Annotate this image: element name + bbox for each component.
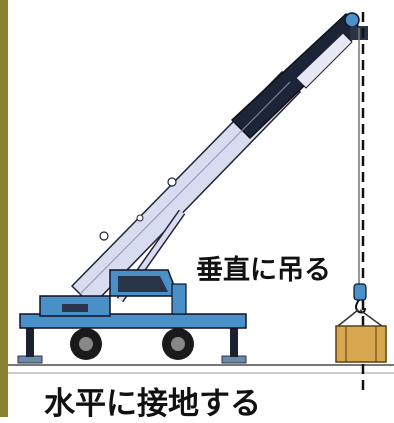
load xyxy=(335,309,387,363)
outrigger-pads xyxy=(17,325,247,364)
accent-bar xyxy=(0,0,8,417)
wheels xyxy=(70,328,194,360)
ground xyxy=(8,364,394,374)
vertical-lift-label: 垂直に吊る xyxy=(194,248,333,287)
crane-boom xyxy=(70,12,364,308)
hook-block xyxy=(353,283,367,314)
crane-carrier xyxy=(19,269,247,329)
level-ground-label: 水平に接地する xyxy=(44,386,261,422)
